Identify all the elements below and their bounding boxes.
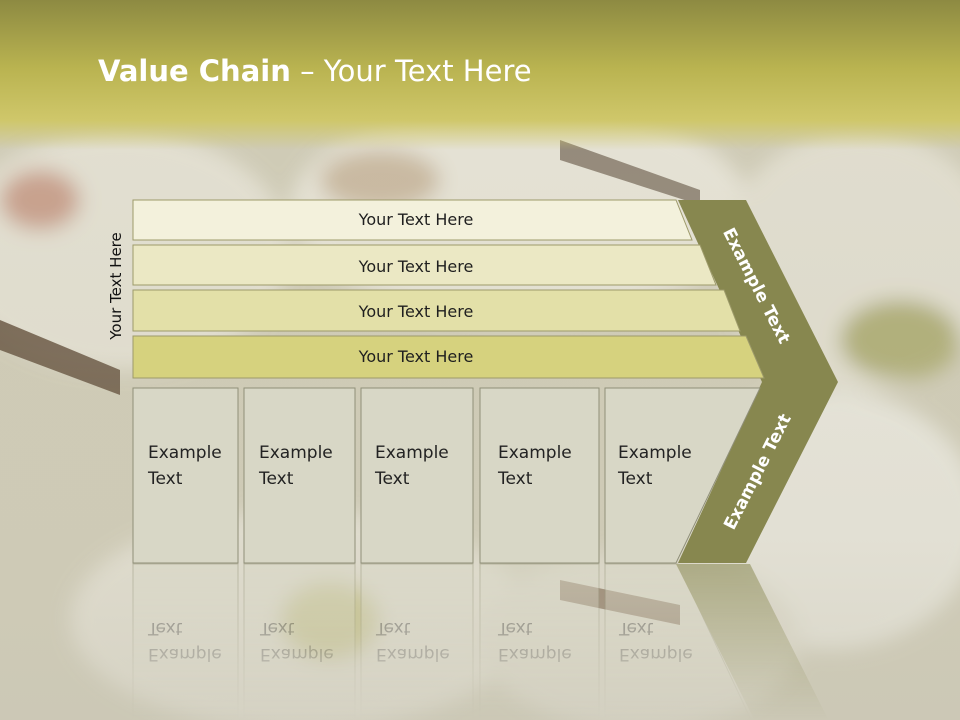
cell-3-text: Example Text (375, 440, 475, 492)
svg-text:Example: Example (260, 644, 334, 664)
header-band (0, 0, 960, 150)
cell-4-line1: Example (498, 443, 572, 463)
cell-1-line2: Text (148, 469, 183, 489)
cell-1 (132, 387, 239, 564)
title-bold: Value Chain (98, 54, 291, 88)
bar-4-label: Your Text Here (358, 347, 474, 366)
svg-text:Example: Example (619, 644, 693, 664)
cell-5-line2: Text (618, 469, 653, 489)
chevron-arrow (678, 200, 838, 563)
bar-2 (132, 244, 717, 286)
bar-1-label: Your Text Here (358, 210, 474, 229)
svg-text:Text: Text (497, 618, 533, 638)
cell-1-text: Example Text (148, 440, 248, 492)
slide-title: Value Chain – Your Text Here (98, 54, 532, 88)
title-rest: – Your Text Here (290, 54, 532, 88)
svg-text:Text: Text (375, 618, 411, 638)
svg-text:Example: Example (376, 644, 450, 664)
svg-text:Text: Text (259, 618, 295, 638)
cell-4 (479, 387, 600, 564)
cell-1-line1: Example (148, 443, 222, 463)
bar-3-label: Your Text Here (358, 302, 474, 321)
svg-text:Text: Text (618, 618, 654, 638)
cell-4-line2: Text (498, 469, 533, 489)
cell-5 (604, 387, 761, 564)
cell-2 (243, 387, 356, 564)
cell-3-line1: Example (375, 443, 449, 463)
bar-2-label: Your Text Here (358, 257, 474, 276)
cell-3-line2: Text (375, 469, 410, 489)
cell-4-text: Example Text (498, 440, 598, 492)
cell-3 (360, 387, 474, 564)
cell-2-line2: Text (259, 469, 294, 489)
bar-3 (132, 289, 741, 332)
bar-1 (132, 199, 693, 241)
cell-2-text: Example Text (259, 440, 359, 492)
reflection: Example Text Example Text Example Text Exam… (132, 563, 829, 720)
cell-5-text: Example Text (618, 440, 718, 492)
cell-2-line1: Example (259, 443, 333, 463)
svg-text:Example: Example (148, 644, 222, 664)
svg-text:Example: Example (498, 644, 572, 664)
cell-5-line1: Example (618, 443, 692, 463)
svg-text:Text: Text (147, 618, 183, 638)
bar-4 (132, 335, 765, 379)
